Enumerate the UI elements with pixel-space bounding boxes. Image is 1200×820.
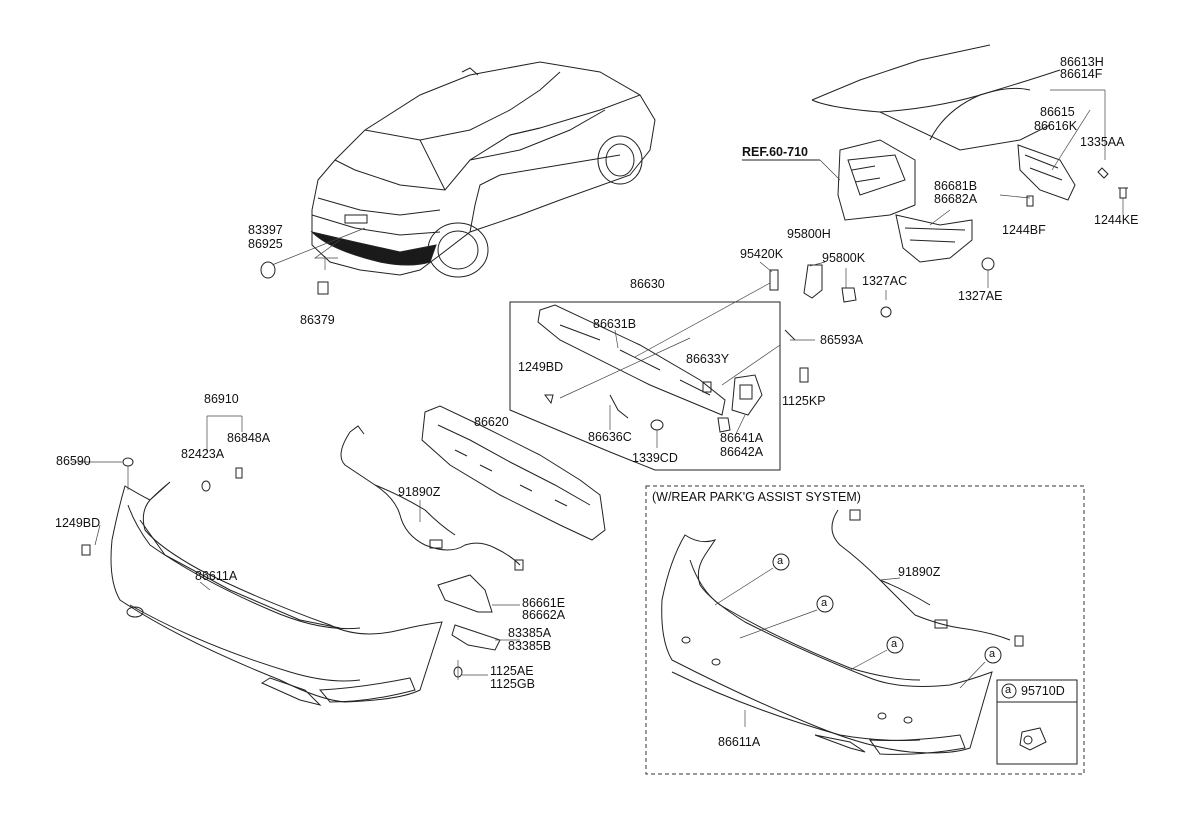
part-label-86661E[interactable]: 86661E bbox=[522, 596, 566, 610]
part-label-86615[interactable]: 86615 bbox=[1040, 105, 1075, 119]
part-label-86682A[interactable]: 86682A bbox=[934, 192, 978, 206]
part-label-83385A[interactable]: 83385A bbox=[508, 626, 552, 640]
callout-letter-a-4: a bbox=[989, 648, 996, 660]
bracket-assembly-86630 bbox=[509, 264, 892, 471]
part-label-86633Y[interactable]: 86633Y bbox=[686, 352, 730, 366]
part-label-86379[interactable]: 86379 bbox=[300, 313, 335, 327]
part-label-86611A-left[interactable]: 86611A bbox=[195, 569, 238, 583]
part-label-86636C[interactable]: 86636C bbox=[588, 430, 632, 444]
part-label-1327AC[interactable]: 1327AC bbox=[862, 274, 908, 288]
part-label-86910[interactable]: 86910 bbox=[204, 392, 239, 406]
part-label-86641A[interactable]: 86641A bbox=[720, 431, 764, 445]
part-label-91890Z-right[interactable]: 91890Z bbox=[898, 565, 941, 579]
part-label-86925[interactable]: 86925 bbox=[248, 237, 283, 251]
part-label-1125GB[interactable]: 1125GB bbox=[490, 677, 535, 691]
part-label-86593A[interactable]: 86593A bbox=[820, 333, 864, 347]
rear-body-reference bbox=[742, 44, 1128, 288]
part-label-86662A[interactable]: 86662A bbox=[522, 608, 566, 622]
part-label-86614F[interactable]: 86614F bbox=[1060, 67, 1103, 81]
part-label-83385B[interactable]: 83385B bbox=[508, 639, 552, 653]
callout-letter-a-3: a bbox=[891, 638, 898, 650]
part-label-86681B[interactable]: 86681B bbox=[934, 179, 978, 193]
part-label-86848A[interactable]: 86848A bbox=[227, 431, 271, 445]
callout-a-circles bbox=[714, 553, 1002, 689]
part-label-86616K[interactable]: 86616K bbox=[1034, 119, 1078, 133]
part-label-86611A-right[interactable]: 86611A bbox=[718, 735, 761, 749]
part-label-1339CD[interactable]: 1339CD bbox=[632, 451, 678, 465]
part-label-1125KP[interactable]: 1125KP bbox=[782, 394, 826, 408]
part-label-86620[interactable]: 86620 bbox=[474, 415, 509, 429]
ref-label[interactable]: REF.60-710 bbox=[742, 145, 809, 159]
part-label-95800H[interactable]: 95800H bbox=[787, 227, 831, 241]
leader-lines bbox=[72, 194, 1031, 727]
part-label-1327AE[interactable]: 1327AE bbox=[958, 289, 1003, 303]
part-label-95420K[interactable]: 95420K bbox=[740, 247, 784, 261]
reflector-assembly bbox=[437, 574, 520, 680]
part-label-1249BD-upper[interactable]: 1249BD bbox=[518, 360, 564, 374]
energy-absorber-86620 bbox=[421, 405, 606, 541]
part-label-91890Z-left[interactable]: 91890Z bbox=[398, 485, 441, 499]
callout-letter-a-2: a bbox=[821, 597, 828, 609]
part-label-86642A[interactable]: 86642A bbox=[720, 445, 764, 459]
part-label-1244BF[interactable]: 1244BF bbox=[1002, 223, 1046, 237]
vehicle-illustration bbox=[260, 61, 656, 295]
part-label-1125AE[interactable]: 1125AE bbox=[490, 664, 534, 678]
part-label-86613H[interactable]: 86613H bbox=[1060, 55, 1104, 69]
part-label-1249BD-lower[interactable]: 1249BD bbox=[55, 516, 101, 530]
wiring-harness-91890Z bbox=[340, 425, 524, 571]
part-label-1244KE[interactable]: 1244KE bbox=[1094, 213, 1139, 227]
part-label-83397[interactable]: 83397 bbox=[248, 223, 283, 237]
park-assist-panel-title: (W/REAR PARK'G ASSIST SYSTEM) bbox=[652, 490, 861, 504]
rear-bumper-86611A-left bbox=[81, 415, 443, 706]
part-label-95800K[interactable]: 95800K bbox=[822, 251, 866, 265]
part-label-86590[interactable]: 86590 bbox=[56, 454, 91, 468]
park-assist-panel bbox=[645, 485, 1085, 775]
part-label-1335AA[interactable]: 1335AA bbox=[1080, 135, 1125, 149]
part-label-86631B[interactable]: 86631B bbox=[593, 317, 637, 331]
callout-letter-a-5: a bbox=[1005, 684, 1012, 696]
part-label-95710D[interactable]: 95710D bbox=[1021, 684, 1065, 698]
callout-letter-a-1: a bbox=[777, 555, 784, 567]
part-label-86630[interactable]: 86630 bbox=[630, 277, 665, 291]
part-label-82423A[interactable]: 82423A bbox=[181, 447, 225, 461]
